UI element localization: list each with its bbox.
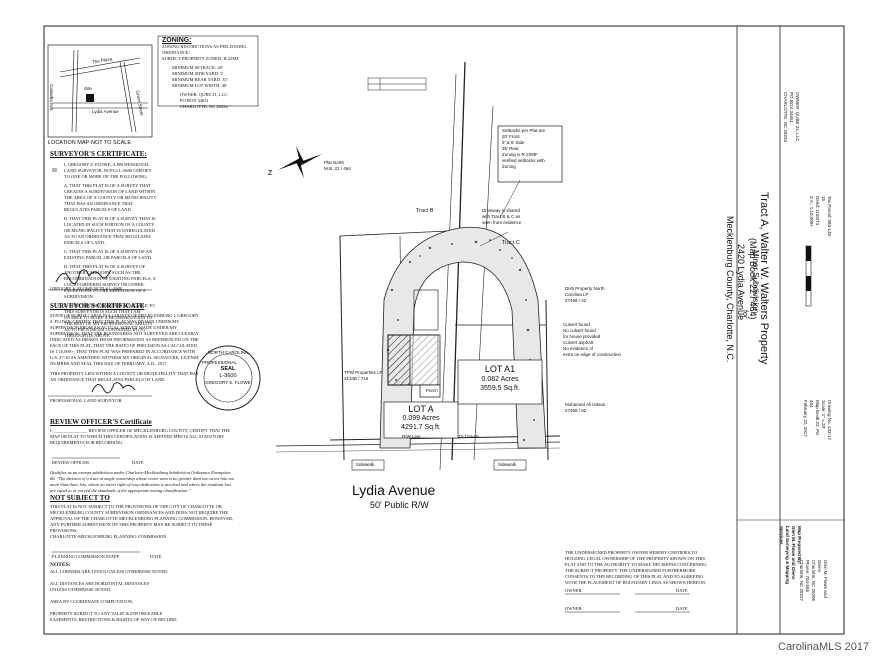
seal-profession: PROFESSIONAL: [202, 360, 238, 365]
zoning-title: ZONING:: [162, 37, 192, 44]
owner-label: OWNER: [565, 606, 582, 611]
seal-number: L-3600: [219, 373, 237, 379]
title-tract: Tract A, Walter W. Walters Property: [758, 192, 770, 365]
culvert-note: Culvert found No culvert found for house…: [563, 322, 622, 357]
review-officer-title: REVIEW OFFICER'S Certificate: [50, 418, 152, 426]
owner-certificate: THE UNDERSIGNED PROPERTY OWNER HEREBY CE…: [565, 550, 707, 585]
review-officer-body: I, _______________ REVIEW OFFICER OF MEC…: [50, 428, 231, 445]
map-label-site: Site: [84, 86, 92, 91]
owner-label: OWNER: [565, 588, 582, 593]
tpw-label: TPW Properties LP 3134B / 716: [344, 370, 383, 381]
dh5-property-label: DH5 Property North Carolina LP 27468 / 4…: [565, 286, 605, 303]
notes-title: NOTES:: [50, 562, 71, 568]
zoning-restrictions: ZONING RESTRICTIONS AS PER ZONING ORDINA…: [162, 44, 247, 61]
surveyor-cert-1-item: D. THAT THIS PLAT IS OF A SURVEY OF ANOT…: [64, 264, 156, 299]
map-label-catawba: Catawba Ave.: [49, 84, 54, 112]
setback-note: Setbacks per Plat are 20' Front 5' & 5' …: [502, 128, 546, 169]
lot-a1-sqft: 3559.5 Sq.ft.: [480, 385, 520, 392]
title-owner-block: OWNER: QUBE 21, LLC PO BOX 34651 CHARLOT…: [783, 92, 800, 143]
title-firm: Glen M. Flowe and Glenn Charlotte, NC 28…: [799, 560, 828, 602]
location-map-caption: LOCATION MAP-NOT TO SCALE: [48, 140, 132, 146]
surveyor-cert-1-item: A. THAT THIS PLAT IS OF A SURVEY THAT CR…: [64, 183, 157, 212]
surveyor-cert-2-note: THIS PROPERTY LIES WITHIN A COUNTY OR MU…: [50, 371, 199, 382]
lot-a-sqft: 4291.7 Sq.ft.: [401, 424, 441, 431]
exemption-note: Qualifies as an exempt subdivision under…: [50, 470, 235, 493]
surveyor-cert-1-item: C. THAT THIS PLAT IS OF A SURVEY OF AN E…: [64, 249, 153, 260]
title-county: Mecklenburg County, Charlotte, N.C.: [725, 216, 735, 363]
svg-text:Z: Z: [268, 170, 273, 177]
planning-staff-label: PLANNING COMMISSION STAFF: [52, 554, 120, 559]
owner-date-label: DATE: [676, 588, 688, 593]
review-officer-date-label: DATE: [132, 460, 144, 465]
lot-a-title: LOT A: [408, 404, 434, 414]
seal-state: NORTH CAROLINA: [207, 350, 249, 355]
street-name: Lydia Avenue: [352, 482, 436, 498]
street-row-label: 50' Public R/W: [370, 500, 429, 510]
surveyor-cert-1-signer: GREGORY S. FLOWE NCPLS L-3600: [50, 286, 123, 291]
parcel-number-label: 12-104-60: [458, 434, 479, 439]
lot-a1-area: 0.082 Acres: [481, 376, 519, 383]
owner-date-label: DATE: [676, 606, 688, 611]
tract-c-label: Tract C: [502, 240, 520, 246]
mohamed-label: Mohamed Ali Hasan 27468 / 82: [565, 402, 606, 413]
surveyor-certificate-1: SURVEYOR'S CERTIFICATE: I, GREGORY S. FL…: [50, 150, 158, 339]
north-arrow: [278, 146, 322, 178]
review-officer-sig-label: REVIEW OFFICER: [52, 460, 90, 465]
surveyor-cert-2-signer: PROFESSIONAL LAND SURVEYOR: [50, 398, 122, 403]
zoning-owner: OWNER: QUBE 21, LLC PO BOX 34651 CHARLOT…: [180, 92, 228, 109]
lot-a-label: LOT A 0.099 Acres 4291.7 Sq.ft.: [384, 404, 458, 432]
checkbox-mark: ☒: [52, 168, 57, 174]
surveyor-seal: NORTH CAROLINA PROFESSIONAL SEAL L-3600 …: [196, 346, 260, 410]
tract-b-label: Tract B: [416, 208, 434, 214]
title-drawing-info: Drawing No. 133-17 Scale: 1" = 20' Map B…: [803, 400, 832, 441]
surveyor-certificate-2: SURVEYOR'S CERTIFICATE STATE OF NORTH CA…: [50, 302, 200, 383]
title-map-book: (Map Book 22 / 464): [748, 238, 758, 320]
surveyor-cert-2-title: SURVEYOR'S CERTIFICATE: [50, 302, 145, 310]
not-subject-body: THIS PLAT IS NOT SUBJECT TO THE PROVISIO…: [50, 504, 234, 539]
not-subject-block: NOT SUBJECT TO THIS PLAT IS NOT SUBJECT …: [50, 494, 235, 540]
review-officer-certificate: REVIEW OFFICER'S Certificate I, ________…: [50, 418, 235, 446]
sidewalk-label: Sidewalk: [498, 462, 517, 467]
title-tax-parcel: Tax Parcel: 083-145-15 Deed: 1103/74 Z.A…: [809, 196, 832, 238]
driveway-note: Driveway is shared with Tract B & C as s…: [482, 208, 522, 225]
zoning-block: ZONING: ZONING RESTRICTIONS AS PER ZONIN…: [162, 37, 257, 110]
row-line-label: R/W Line: [402, 434, 421, 439]
surveyor-cert-1-item: E. THAT THE INFORMATION AVAILABLE TO THI…: [64, 303, 155, 338]
planning-date-label: DATE: [150, 554, 162, 559]
porch-label: Porch: [426, 388, 438, 393]
notes-body: ALL CORNERS ARE I.P.F(O) UNLESS OTHERWIS…: [50, 569, 178, 622]
surveyor-cert-1-item: B. THAT THIS PLAT IS OF A SURVEY THAT IS…: [64, 216, 156, 245]
surveyor-cert-1-title: SURVEYOR'S CERTIFICATE:: [50, 150, 147, 158]
notes-block: NOTES: ALL CORNERS ARE I.P.F(O) UNLESS O…: [50, 562, 235, 623]
not-subject-title: NOT SUBJECT TO: [50, 494, 110, 502]
surveyor-cert-2-body: STATE OF NORTH CAROLINA COUNTY OF MECKLE…: [50, 313, 200, 366]
seal-label: SEAL: [220, 366, 236, 372]
lot-a1-title: LOT A1: [484, 364, 516, 374]
plat-north-label: Plat North M.B. 22 / 464: [324, 160, 351, 171]
lot-a1-label: LOT A1 0.082 Acres 3559.5 Sq.ft.: [458, 364, 542, 393]
zoning-setbacks: MINIMUM SETBACK: 20' MINIMUM SIDE YARD: …: [172, 65, 228, 88]
mls-watermark: CarolinaMLS 2017: [778, 641, 870, 653]
title-address: 2420 Lydia Avenue: [736, 244, 746, 321]
seal-name: GREGORY S. FLOWE: [205, 380, 251, 385]
lot-a-area: 0.099 Acres: [402, 415, 440, 422]
map-label-lydia-avenue: Lydia Avenue: [92, 109, 119, 114]
surveyor-cert-1-intro: I, GREGORY S. FLOWE, A PROFESSIONAL LAND…: [64, 162, 152, 179]
sidewalk-label: Sidewalk: [356, 462, 375, 467]
